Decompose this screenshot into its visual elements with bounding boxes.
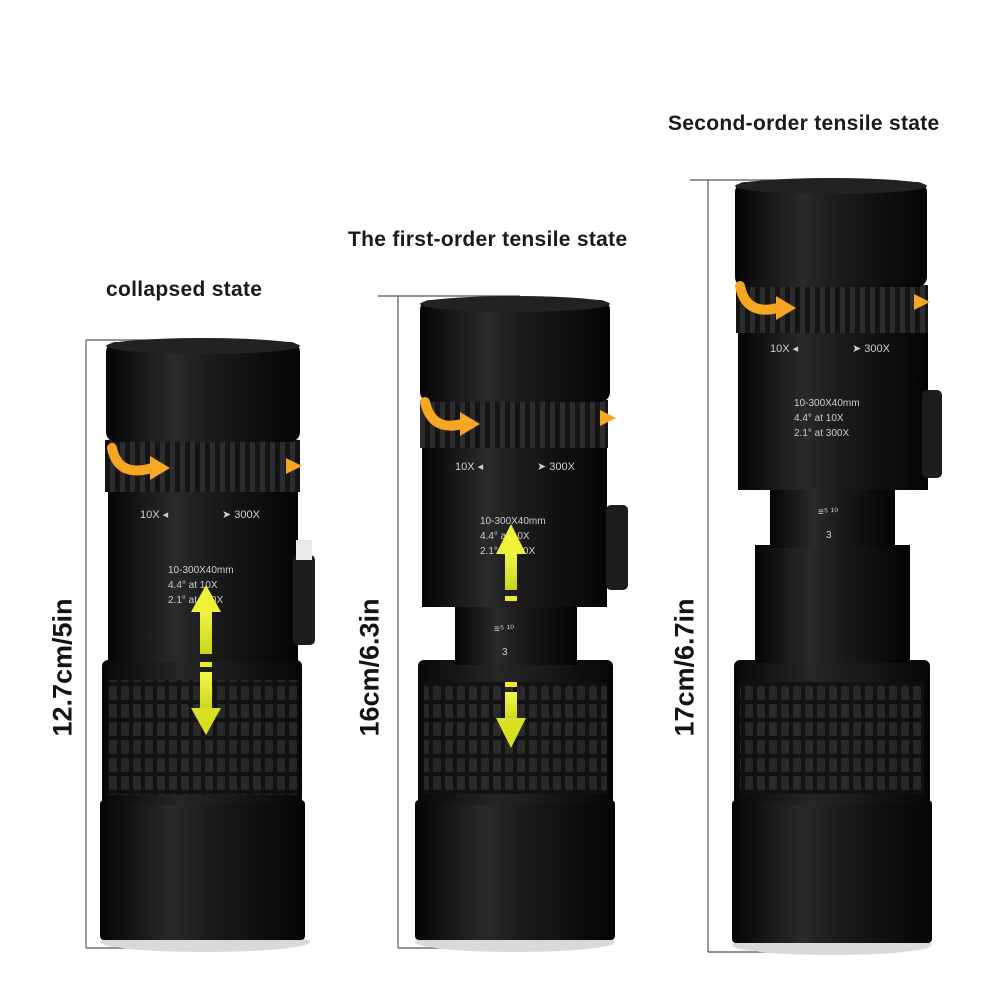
svg-text:➤ 300X: ➤ 300X	[222, 509, 261, 521]
svg-text:10-300X40mm: 10-300X40mm	[794, 398, 860, 409]
dimension-second-order: 17cm/6.7in	[669, 598, 700, 737]
svg-text:2.1° at 300X: 2.1° at 300X	[794, 428, 849, 439]
title-collapsed-state: collapsed state	[106, 278, 263, 301]
svg-text:10-300X40mm: 10-300X40mm	[480, 516, 546, 527]
monocular-collapsed: 10X ◂ ➤ 300X 10-300X40mm 4.4° at 10X 2.1…	[100, 338, 315, 952]
svg-text:2.1° at 300X: 2.1° at 300X	[168, 595, 223, 606]
svg-text:3: 3	[826, 530, 832, 541]
svg-text:➤ 300X: ➤ 300X	[537, 461, 576, 473]
dimension-first-order: 16cm/6.3in	[354, 598, 385, 737]
title-first-order-state: The first-order tensile state	[348, 228, 628, 251]
svg-text:10X ◂: 10X ◂	[770, 343, 799, 355]
svg-text:≡⁵ ¹⁰: ≡⁵ ¹⁰	[818, 507, 838, 518]
svg-text:4.4° at 10X: 4.4° at 10X	[168, 580, 218, 591]
svg-text:10X ◂: 10X ◂	[140, 509, 169, 521]
svg-text:➤ 300X: ➤ 300X	[852, 343, 891, 355]
svg-text:10X ◂: 10X ◂	[455, 461, 484, 473]
svg-text:3: 3	[502, 647, 508, 658]
svg-text:10-300X40mm: 10-300X40mm	[168, 565, 234, 576]
dimension-collapsed: 12.7cm/5in	[47, 598, 78, 737]
title-second-order-state: Second-order tensile state	[668, 112, 940, 135]
svg-text:≡⁵ ¹⁰: ≡⁵ ¹⁰	[494, 624, 514, 635]
svg-text:4.4° at 10X: 4.4° at 10X	[794, 413, 844, 424]
monocular-first-order: ≡⁵ ¹⁰ 3 10X ◂ ➤ 300X 10-300X40mm 4.4° at…	[415, 296, 628, 952]
monocular-second-order: ≡⁵ ¹⁰ 3 10X ◂ ➤ 300X 10-300X40mm 4.4° at…	[732, 178, 942, 955]
